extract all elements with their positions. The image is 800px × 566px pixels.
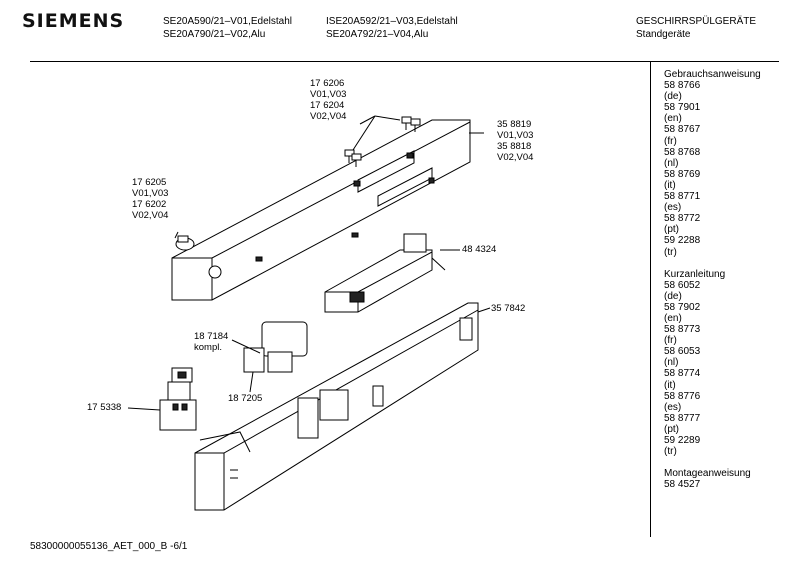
model-line: SE20A792/21–V04,Alu bbox=[326, 29, 429, 40]
category-subtitle: Standgeräte bbox=[636, 29, 691, 40]
doc-item: (es) bbox=[664, 202, 682, 214]
model-list-2: ISE20A592/21–V03,Edelstahl SE20A792/21–V… bbox=[326, 15, 458, 41]
model-line: ISE20A592/21–V03,Edelstahl bbox=[326, 16, 458, 27]
model-list-1: SE20A590/21–V01,Edelstahl SE20A790/21–V0… bbox=[163, 15, 292, 41]
category-title: GESCHIRRSPÜLGERÄTE bbox=[636, 16, 757, 27]
control-panel bbox=[171, 119, 471, 301]
part-label-175338: 17 5338 bbox=[87, 402, 121, 413]
screw-parts bbox=[344, 115, 484, 167]
doc-item: (de) bbox=[664, 290, 682, 302]
doc-item: 58 7902 bbox=[664, 301, 701, 313]
part-number: 35 8819 bbox=[497, 119, 532, 130]
doc-item: 58 8766 bbox=[664, 80, 701, 92]
part-note: kompl. bbox=[194, 342, 222, 353]
part-label-176206: 17 6206 V01,V03 17 6204 V02,V04 bbox=[310, 78, 346, 122]
model-line: SE20A590/21–V01,Edelstahl bbox=[163, 16, 292, 27]
document-list: Gebrauchsanweisung 58 8766 (de) 58 7901 … bbox=[664, 69, 761, 490]
footer-code: 58300000055136_AET_000_B -6/1 bbox=[30, 541, 188, 552]
part-number: 17 6205 bbox=[132, 177, 167, 188]
part-label-358819: 35 8819 V01,V03 35 8818 V02,V04 bbox=[497, 119, 533, 163]
doc-item: 58 7901 bbox=[664, 102, 701, 114]
sidebar-divider bbox=[650, 62, 651, 537]
doc-item: 58 6052 bbox=[664, 279, 701, 291]
doc-item: (es) bbox=[664, 401, 682, 413]
part-label-176205: 17 6205 V01,V03 17 6202 V02,V04 bbox=[132, 177, 168, 221]
part-number: 18 7205 bbox=[228, 393, 263, 404]
doc-item: 58 4527 bbox=[664, 479, 701, 491]
part-variant: V02,V04 bbox=[497, 152, 534, 163]
doc-item: 59 2289 bbox=[664, 435, 701, 446]
part-number: 35 7842 bbox=[491, 303, 526, 314]
part-number: 17 6206 bbox=[310, 78, 345, 89]
doc-item: (en) bbox=[664, 113, 682, 125]
part-number: 17 6202 bbox=[132, 199, 167, 210]
part-variant: V02,V04 bbox=[310, 111, 347, 122]
part-label-187184: 18 7184 kompl. bbox=[194, 331, 228, 353]
doc-item: (nl) bbox=[664, 357, 679, 369]
part-label-357842: 35 7842 bbox=[491, 303, 525, 314]
doc-item: 58 8776 bbox=[664, 390, 701, 402]
brand-logo: SIEMENS bbox=[22, 10, 125, 32]
doc-item: (de) bbox=[664, 91, 682, 103]
model-line: SE20A790/21–V02,Alu bbox=[163, 29, 266, 40]
part-number: 18 7184 bbox=[194, 331, 229, 342]
doc-group-title: Kurzanleitung bbox=[664, 268, 726, 280]
doc-item: (fr) bbox=[664, 135, 677, 147]
part-number: 17 5338 bbox=[87, 402, 122, 413]
motor-assembly bbox=[231, 321, 308, 393]
category-block: GESCHIRRSPÜLGERÄTE Standgeräte bbox=[636, 15, 756, 41]
part-number: 35 8818 bbox=[497, 141, 532, 152]
part-variant: V02,V04 bbox=[132, 210, 169, 221]
part-variant: V01,V03 bbox=[310, 89, 347, 100]
part-label-484324: 48 4324 bbox=[462, 244, 496, 255]
electronic-module bbox=[324, 233, 460, 313]
doc-item: 58 8773 bbox=[664, 324, 701, 336]
doc-item: 58 8777 bbox=[664, 412, 701, 424]
doc-item: 58 8771 bbox=[664, 191, 701, 203]
doc-item: (tr) bbox=[664, 446, 677, 458]
doc-item: 58 8772 bbox=[664, 213, 701, 225]
header-divider bbox=[30, 61, 779, 62]
doc-item: (it) bbox=[664, 179, 676, 191]
doc-item: (en) bbox=[664, 312, 682, 324]
knob-part bbox=[174, 231, 195, 251]
doc-item: 58 8774 bbox=[664, 368, 701, 380]
doc-item: (fr) bbox=[664, 335, 677, 347]
doc-item: 59 2288 bbox=[664, 235, 701, 247]
doc-item: 58 8767 bbox=[664, 124, 701, 136]
doc-item: (pt) bbox=[664, 224, 679, 236]
doc-group-title: Gebrauchsanweisung bbox=[664, 69, 761, 80]
doc-item: 58 6053 bbox=[664, 346, 701, 358]
part-label-187205: 18 7205 bbox=[228, 393, 262, 404]
doc-item: 58 8768 bbox=[664, 146, 701, 158]
doc-item: (tr) bbox=[664, 246, 677, 258]
doc-group-title: Montageanweisung bbox=[664, 468, 751, 480]
doc-item: (nl) bbox=[664, 157, 679, 169]
part-variant: V01,V03 bbox=[497, 130, 534, 141]
switch-part bbox=[127, 367, 197, 431]
doc-item: (pt) bbox=[664, 423, 679, 435]
part-number: 48 4324 bbox=[462, 244, 497, 255]
part-variant: V01,V03 bbox=[132, 188, 169, 199]
part-number: 17 6204 bbox=[310, 100, 345, 111]
base-frame bbox=[194, 302, 491, 511]
doc-item: 58 8769 bbox=[664, 168, 701, 180]
doc-item: (it) bbox=[664, 379, 676, 391]
